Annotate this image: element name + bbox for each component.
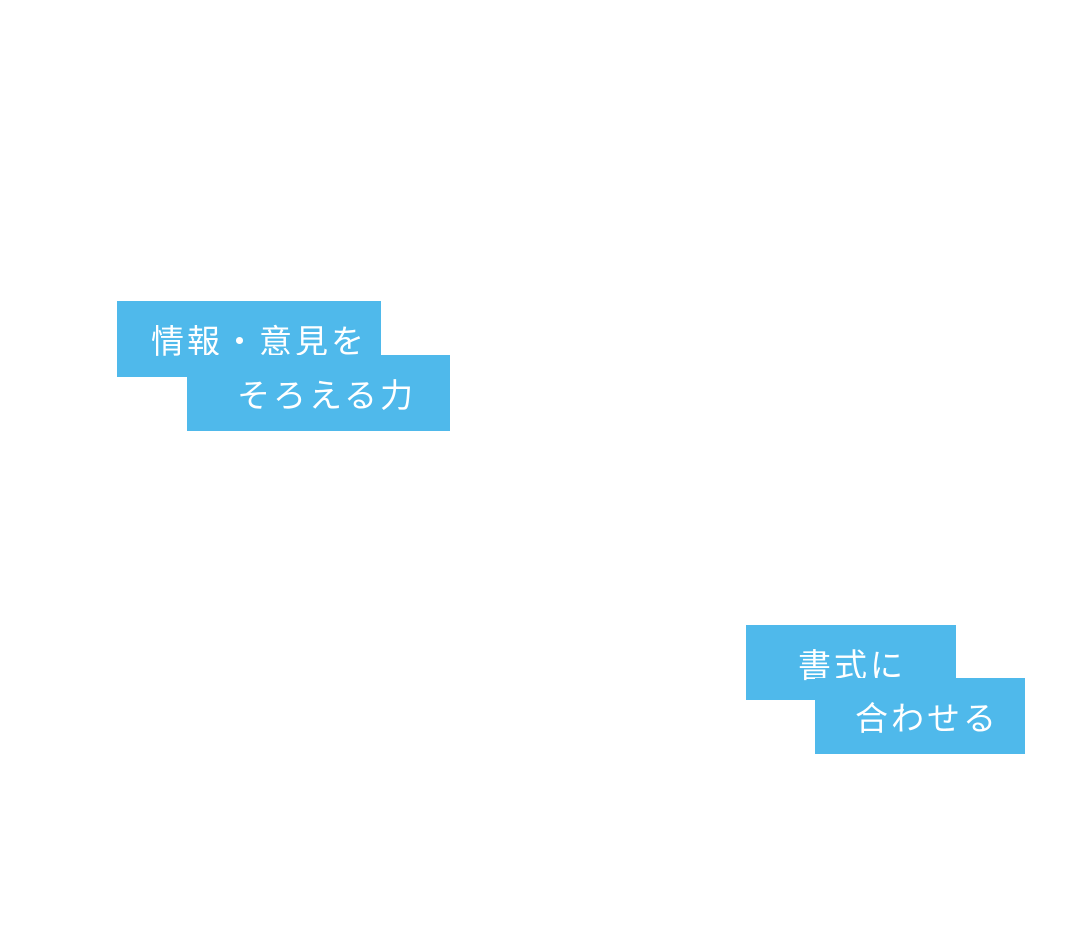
label-line-2: そろえる力 bbox=[187, 355, 450, 431]
label-text: そろえる力 bbox=[237, 376, 417, 415]
label-text: 情報・意見を bbox=[151, 322, 367, 361]
label-line-2: 合わせる bbox=[815, 678, 1025, 754]
label-text: 合わせる bbox=[855, 699, 999, 738]
